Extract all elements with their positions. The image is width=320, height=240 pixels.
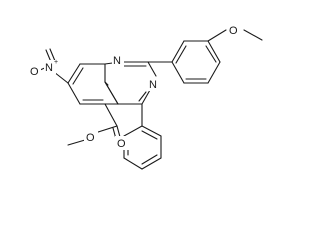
bond-layer [39,29,263,170]
bond-an-d [207,61,221,84]
bond-c8-c7 [67,63,81,84]
bond-methoxy-methyl [243,29,263,41]
bond-an-a-double [175,45,187,64]
bond-o-methyl [67,139,86,146]
bond-an-c-double [205,45,217,63]
atom-nitro-charge: + [54,59,58,66]
bond-ph-d [141,157,162,170]
atom-ester-o-single: O [86,132,95,144]
molecule-canvas: N N N + O O O O [29,22,263,170]
atom-methoxy-o: O [229,25,238,37]
bond-c7-nitro [53,71,69,84]
atom-label-layer: N N N + O O O O [29,22,241,150]
bond-carbonyl-o-single [94,125,118,134]
bond-nitro-o-top-double [49,48,56,62]
bond-ph-c [123,157,143,170]
bond-an-c [207,40,221,63]
bond-n3-c4 [141,89,151,105]
bond-an-methoxy [207,29,227,42]
atom-nitro-n: N [45,62,53,74]
atom-n1: N [113,55,121,67]
bond-an-a [171,40,185,63]
bond-ph-f-double [141,130,158,140]
bond-carbonyl-o [116,125,121,138]
bond-ph-a [123,125,143,137]
bond-an-f [171,61,185,84]
bond-ph-d-double [141,154,158,165]
atom-ester-o-carbonyl: O [117,138,126,150]
bond-ph-f [141,125,162,137]
atom-n3: N [149,79,157,91]
atom-nitro-o-left: O [30,66,39,78]
bond-n3-c4-double [138,91,147,102]
bond-c2-n3 [147,61,157,77]
bond-c8-c7-double [72,67,84,85]
bond-c5-carbonyl [104,103,118,127]
bond-c7-c6 [67,82,81,105]
bond-ring-fusion [104,81,119,105]
